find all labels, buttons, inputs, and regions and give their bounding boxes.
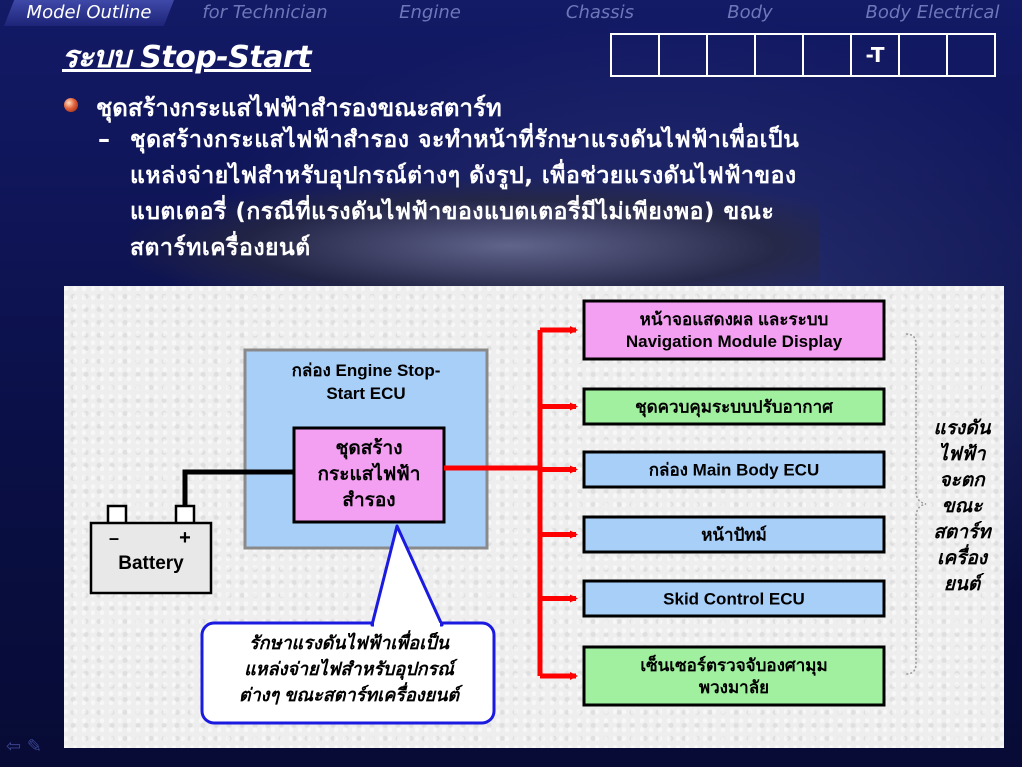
battery-wire bbox=[182, 469, 294, 506]
code-cell: -T bbox=[852, 35, 900, 75]
bullet-icon bbox=[64, 98, 78, 112]
battery-plus-sign: + bbox=[179, 527, 191, 549]
nav-tab-1[interactable]: for Technician bbox=[202, 2, 328, 23]
device-label: ชุดควบคุมระบบปรับอากาศ bbox=[635, 398, 834, 418]
diagram-panel: กล่อง Engine Stop- Start ECU ชุดสร้างกระแส… bbox=[64, 286, 1004, 748]
back-arrow-icon[interactable]: ⇦ bbox=[6, 736, 22, 757]
device-box-2 bbox=[582, 450, 886, 489]
device-label: พวงมาลัย bbox=[699, 678, 769, 697]
device-label: หน้าจอแสดงผล และระบบ bbox=[640, 310, 829, 329]
side-note-line: เครื่อง bbox=[937, 544, 989, 569]
ecu-box-label: Start ECU bbox=[326, 384, 405, 403]
generator-label: สำรอง bbox=[342, 490, 395, 511]
description-line: สตาร์ทเครื่องยนต์ bbox=[130, 235, 311, 261]
bullet-heading: ชุดสร้างกระแสไฟฟ้าสำรองขณะสตาร์ท bbox=[96, 94, 502, 122]
nav-tab-0[interactable]: Model Outline bbox=[4, 0, 174, 26]
side-note-line: ไฟฟ้า bbox=[938, 442, 986, 465]
callout-line: ต่างๆ ขณะสตาร์ทเครื่องยนต์ bbox=[239, 682, 463, 705]
pen-icon[interactable]: ✎ bbox=[26, 736, 42, 757]
side-note-line: สตาร์ท bbox=[933, 520, 993, 543]
nav-tab-4[interactable]: Body bbox=[727, 2, 773, 23]
callout-line: รักษาแรงดันไฟฟ้าเพื่อเป็น bbox=[249, 630, 451, 653]
generator-box bbox=[292, 426, 446, 524]
device-box-4 bbox=[582, 579, 886, 618]
device-label: Navigation Module Display bbox=[626, 332, 843, 351]
device-box-0 bbox=[582, 299, 886, 361]
generator-label: ชุดสร้าง bbox=[336, 437, 403, 460]
device-label: เซ็นเซอร์ตรวจจับองศามุม bbox=[640, 653, 827, 676]
side-note-line: ขณะ bbox=[942, 496, 985, 517]
ecu-box-label: กล่อง Engine Stop- bbox=[292, 361, 441, 380]
battery-terminal-positive bbox=[174, 504, 196, 526]
car-photo-background bbox=[130, 180, 820, 290]
code-cell bbox=[804, 35, 852, 75]
dash-marker: – bbox=[98, 125, 110, 153]
code-cell bbox=[612, 35, 660, 75]
device-label: Skid Control ECU bbox=[663, 590, 805, 609]
code-cell bbox=[948, 35, 994, 75]
page-title: ระบบ Stop-Start bbox=[62, 40, 312, 75]
slide-controls[interactable]: ⇦ ✎ bbox=[6, 736, 42, 757]
device-box-3 bbox=[582, 515, 886, 554]
device-brace bbox=[905, 333, 927, 675]
battery-terminal-negative bbox=[106, 504, 128, 526]
callout-box bbox=[200, 621, 496, 725]
callout-line: แหล่งจ่ายไฟสำหรับอุปกรณ์ bbox=[244, 658, 458, 681]
device-label: หน้าปัทม์ bbox=[701, 525, 767, 545]
generator-label: กระแสไฟฟ้า bbox=[318, 462, 421, 485]
code-cell bbox=[708, 35, 756, 75]
battery-body bbox=[89, 521, 213, 595]
side-note-line: จะตก bbox=[939, 470, 986, 491]
side-note-line: ยนต์ bbox=[944, 572, 985, 595]
nav-tab-5[interactable]: Body Electrical bbox=[865, 2, 1000, 23]
description-line: แหล่งจ่ายไฟสำหรับอุปกรณ์ต่างๆ ดังรูป, เพ… bbox=[130, 163, 797, 189]
battery-minus-sign: – bbox=[109, 528, 119, 548]
code-cell bbox=[660, 35, 708, 75]
model-code-grid: -T bbox=[610, 33, 996, 77]
device-box-1 bbox=[582, 387, 886, 426]
device-box-5 bbox=[582, 645, 886, 707]
code-cell bbox=[900, 35, 948, 75]
nav-tab-3[interactable]: Chassis bbox=[565, 2, 635, 23]
side-note-line: แรงดัน bbox=[933, 418, 991, 439]
device-label: กล่อง Main Body ECU bbox=[649, 461, 820, 480]
description-line: ชุดสร้างกระแสไฟฟ้าสำรอง จะทำหน้าที่รักษา… bbox=[130, 127, 800, 153]
top-navigation: Model Outline for Technician Engine Chassis… bbox=[0, 0, 1022, 26]
battery-label: Battery bbox=[118, 553, 184, 574]
nav-tab-2[interactable]: Engine bbox=[399, 2, 461, 23]
description-text: ชุดสร้างกระแสไฟฟ้าสำรอง จะทำหน้าที่รักษา… bbox=[130, 122, 970, 266]
code-cell bbox=[756, 35, 804, 75]
power-supply-diagram: กล่อง Engine Stop- Start ECU ชุดสร้างกระแส… bbox=[89, 299, 993, 725]
description-line: แบตเตอรี่ (กรณีที่แรงดันไฟฟ้าของแบตเตอรี… bbox=[130, 199, 775, 225]
